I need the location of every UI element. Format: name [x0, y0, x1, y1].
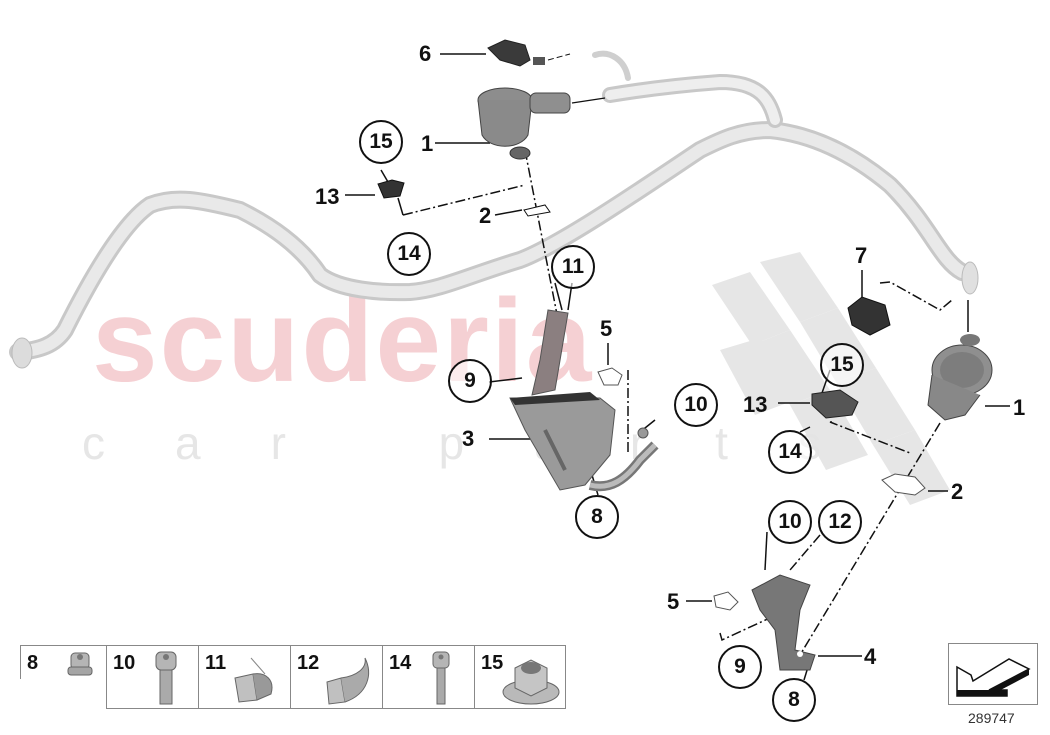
sensor-icon-part6 [487, 39, 571, 67]
valve-icon-part1-top [477, 87, 606, 160]
callout-label: 2 [479, 203, 492, 228]
rubber-mount-icon-part13-right [811, 389, 859, 419]
gasket-icon-part5-top [597, 367, 623, 386]
callout-label: 5 [600, 316, 613, 341]
long-bolt-icon [432, 651, 450, 705]
legend-item[interactable]: 10 [106, 645, 198, 709]
legend-item-number: 14 [389, 652, 412, 674]
leader-lines [345, 53, 1010, 681]
callout-circle: 10 [768, 500, 812, 544]
callout-circle: 15 [820, 343, 864, 387]
legend-item[interactable]: 12 [290, 645, 382, 709]
sensor-icon-part7 [847, 296, 891, 336]
callout-circle: 14 [387, 232, 431, 276]
legend-item[interactable]: 8 [20, 645, 106, 679]
gasket-icon-part5-right [713, 591, 739, 611]
pipe-icon [588, 427, 659, 492]
callout-circle: 15 [359, 120, 403, 164]
hex-socket-bolt-icon [155, 651, 177, 705]
gasket-icon-part2-right [881, 473, 926, 496]
legend-item-number: 10 [113, 652, 136, 674]
legend-item-number: 12 [297, 652, 320, 674]
rubber-mount-icon-part13-top [377, 179, 405, 199]
callout-label: 13 [743, 392, 768, 417]
bracket-icon-part4 [751, 574, 816, 671]
gasket-icon-part2-top [523, 204, 551, 217]
callout-label: 1 [1013, 395, 1026, 420]
hose-end-right [961, 261, 979, 295]
callout-label: 1 [421, 131, 434, 156]
callout-circle: 11 [551, 245, 595, 289]
callout-circle: 9 [718, 645, 762, 689]
callout-label: 2 [951, 479, 964, 504]
callout-circle: 8 [772, 678, 816, 722]
back-navigation-button[interactable] [948, 643, 1038, 705]
diagram-reference-number: 289747 [968, 710, 1015, 726]
arrow-back-icon [956, 658, 1031, 697]
callout-label: 3 [462, 426, 475, 451]
legend-item[interactable]: 14 [382, 645, 474, 709]
callout-label: 13 [315, 184, 340, 209]
legend-item-number: 8 [27, 652, 39, 674]
legend-item-number: 15 [481, 652, 504, 674]
hose-end-left [11, 337, 33, 369]
callout-circle: 8 [575, 495, 619, 539]
legend-item[interactable]: 15 [474, 645, 566, 709]
callout-label: 7 [855, 243, 868, 268]
callout-label: 6 [419, 41, 432, 66]
callout-label: 4 [864, 644, 877, 669]
legend-item[interactable]: 11 [198, 645, 290, 709]
legend-item-number: 11 [205, 652, 227, 674]
callout-label: 5 [667, 589, 680, 614]
bracket-icon-part3 [509, 309, 616, 491]
watermark-tagline: car parts [82, 417, 891, 469]
hose-main [9, 50, 971, 361]
callout-circle: 14 [768, 430, 812, 474]
spring-clip-icon [234, 657, 273, 703]
hardware-legend: 8 10 11 12 [20, 645, 566, 709]
callout-circle: 9 [448, 359, 492, 403]
collar-nut-icon [67, 652, 93, 676]
callout-circle: 12 [818, 500, 862, 544]
clamp-clip-icon [326, 657, 369, 705]
valve-icon-part1-right [927, 334, 993, 421]
callout-circle: 10 [674, 383, 718, 427]
flange-nut-icon [502, 659, 560, 705]
